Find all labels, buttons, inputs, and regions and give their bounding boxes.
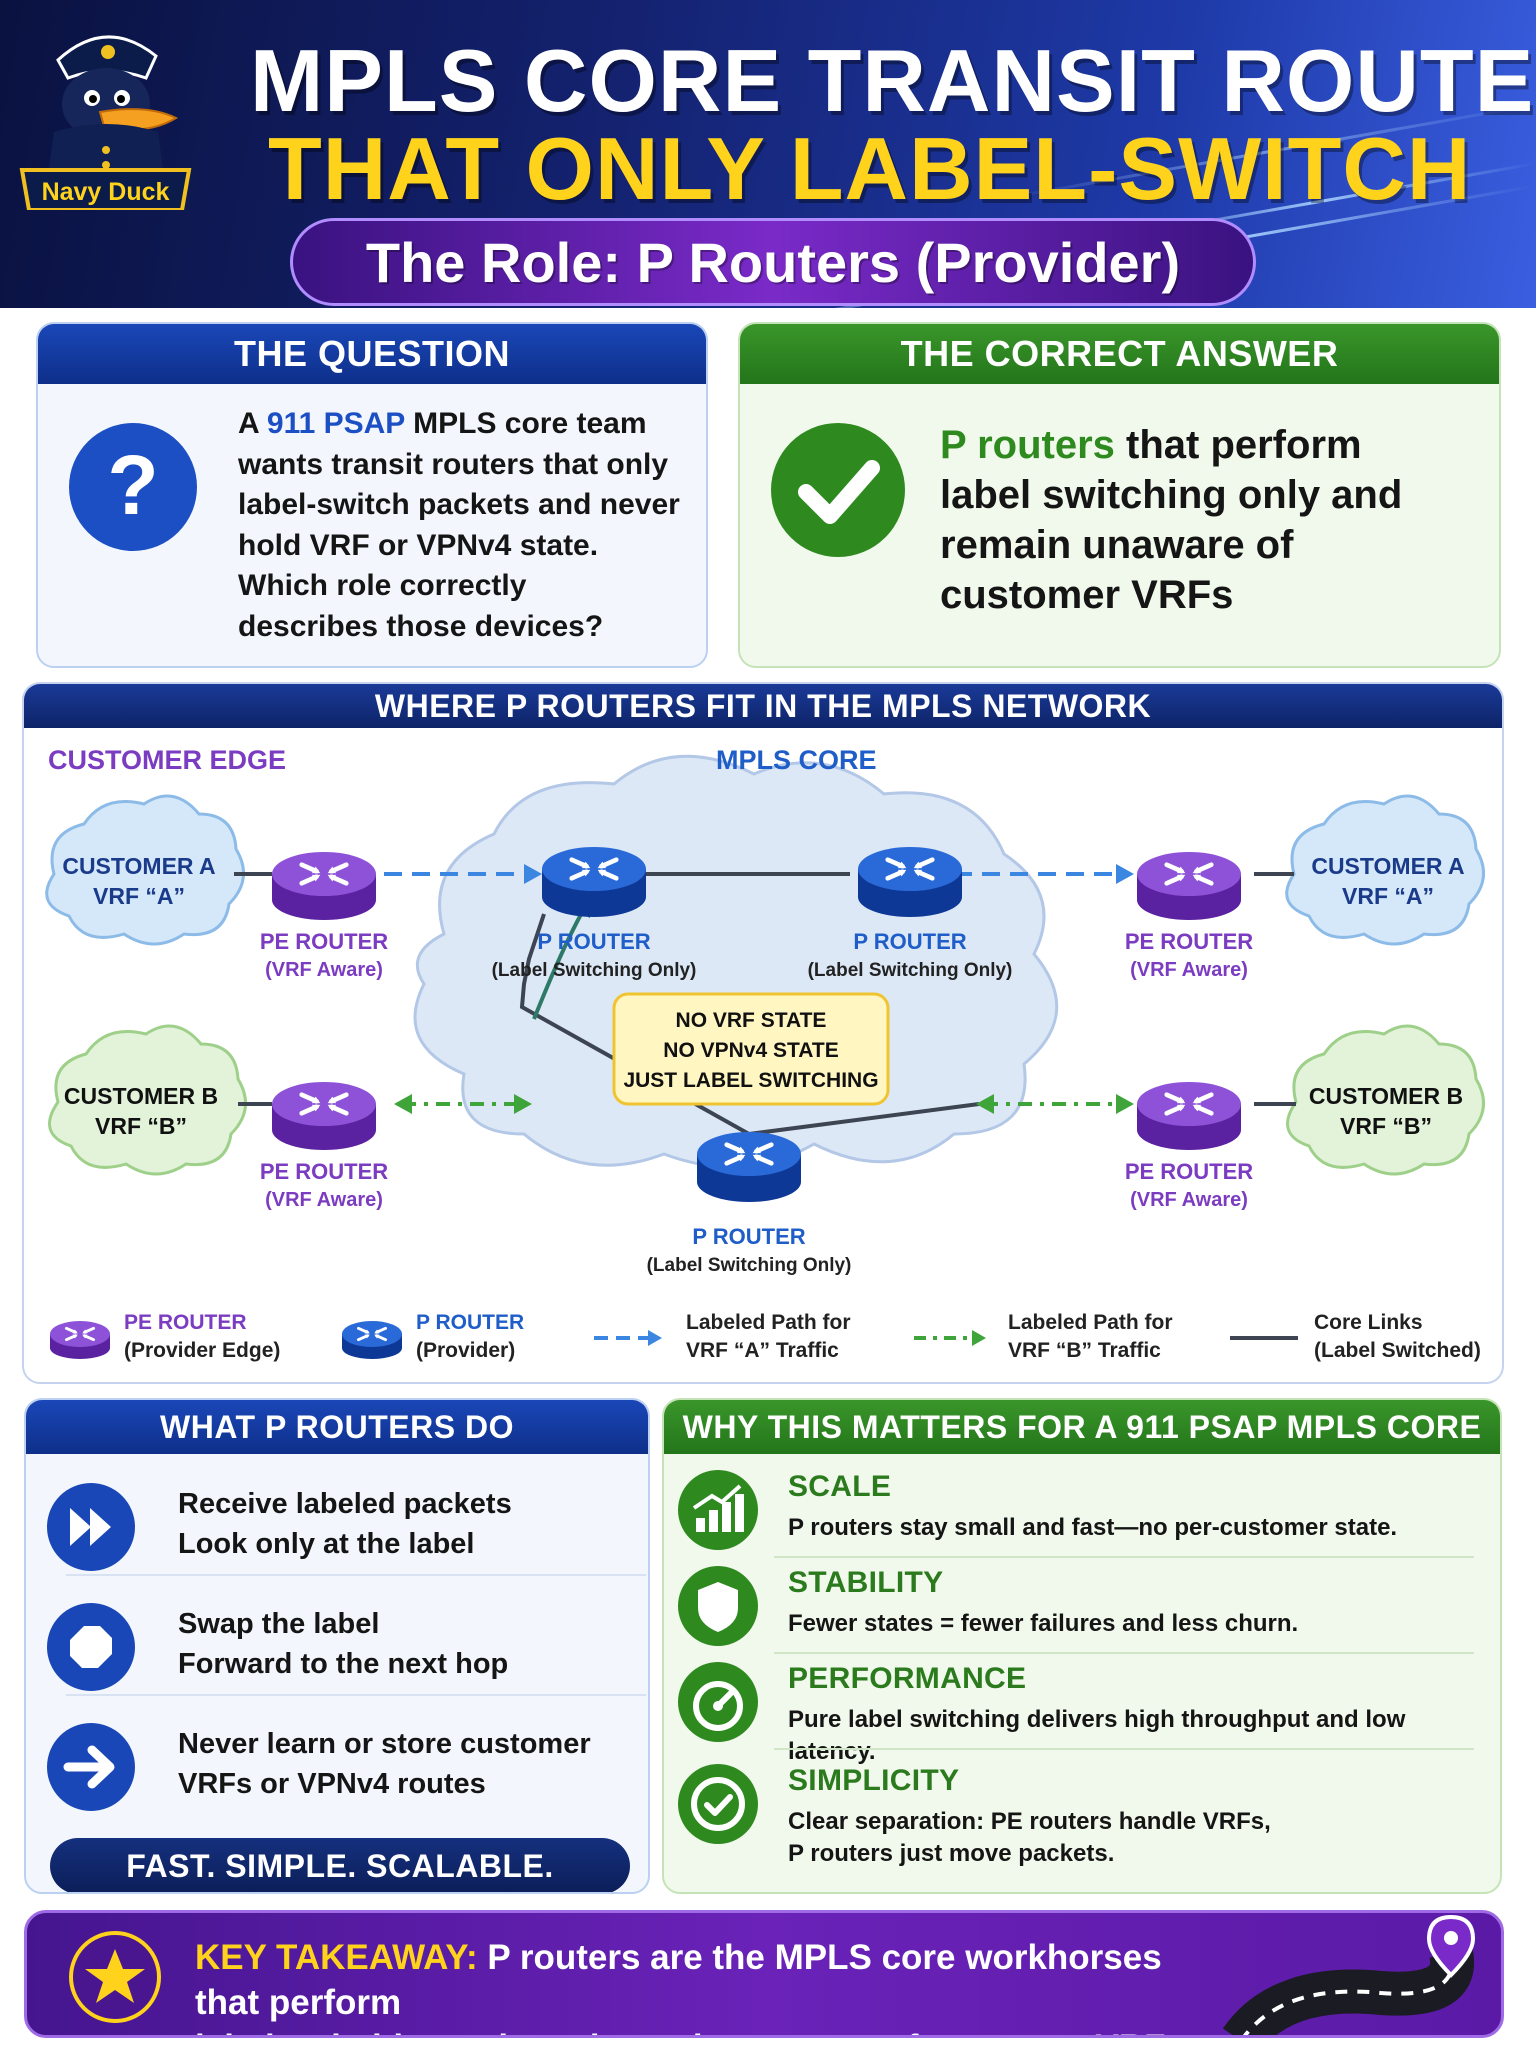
svg-text:(Provider): (Provider) <box>416 1339 515 1362</box>
svg-text:P ROUTER: P ROUTER <box>853 929 966 954</box>
psap-highlight: 911 PSAP <box>266 407 405 440</box>
customer-b-cloud-right: CUSTOMER B VRF “B” <box>1286 1024 1486 1176</box>
svg-text:PE ROUTER: PE ROUTER <box>260 929 388 954</box>
svg-text:VRF “B”: VRF “B” <box>95 1113 187 1139</box>
p-router-1 <box>542 847 646 917</box>
svg-text:PE ROUTER: PE ROUTER <box>124 1311 247 1334</box>
diagram-heading: WHERE P ROUTERS FIT IN THE MPLS NETWORK <box>24 684 1502 728</box>
svg-text:NO VRF STATE: NO VRF STATE <box>676 1009 827 1032</box>
why-this-matters-panel: WHY THIS MATTERS FOR A 911 PSAP MPLS COR… <box>662 1398 1502 1894</box>
takeaway-key: KEY TAKEAWAY: <box>195 1938 478 1977</box>
takeaway-text: KEY TAKEAWAY: P routers are the MPLS cor… <box>195 1938 1195 2035</box>
fast-forward-icon <box>46 1482 136 1572</box>
customer-a-cloud-right: CUSTOMER A VRF “A” <box>1285 794 1486 946</box>
arrow-right-icon <box>46 1722 136 1812</box>
network-diagram: WHERE P ROUTERS FIT IN THE MPLS NETWORK … <box>22 682 1504 1384</box>
svg-text:PE ROUTER: PE ROUTER <box>1125 1159 1253 1184</box>
title-line-1: MPLS CORE TRANSIT ROUTERS <box>250 31 1536 130</box>
customer-b-cloud-left: CUSTOMER B VRF “B” <box>48 1024 248 1176</box>
legend: PE ROUTER (Provider Edge) P ROUTER (Prov… <box>50 1311 1481 1362</box>
p-routers-highlight: P routers <box>940 423 1115 467</box>
svg-text:PE ROUTER: PE ROUTER <box>260 1159 388 1184</box>
what-p-routers-do-heading: WHAT P ROUTERS DO <box>26 1400 648 1454</box>
svg-text:CUSTOMER B: CUSTOMER B <box>1309 1083 1463 1109</box>
mpls-core-label: MPLS CORE <box>716 745 877 775</box>
svg-text:Core Links: Core Links <box>1314 1311 1423 1334</box>
svg-text:P ROUTER: P ROUTER <box>537 929 650 954</box>
svg-text:VRF “B” Traffic: VRF “B” Traffic <box>1008 1339 1161 1362</box>
fast-simple-scalable-banner: FAST. SIMPLE. SCALABLE. <box>50 1838 630 1892</box>
svg-text:(VRF Aware): (VRF Aware) <box>1130 1189 1248 1211</box>
svg-text:(Label Switching Only): (Label Switching Only) <box>492 960 697 981</box>
pe-router-2 <box>272 1082 376 1150</box>
logo-text: Navy Duck <box>42 178 170 206</box>
svg-text:(VRF Aware): (VRF Aware) <box>265 959 383 981</box>
pe-router-4 <box>1137 1082 1241 1150</box>
question-panel: THE QUESTION ? A 911 PSAP MPLS core team… <box>36 322 708 668</box>
p-router-3 <box>697 1132 801 1202</box>
svg-text:CUSTOMER B: CUSTOMER B <box>64 1083 218 1109</box>
svg-text:Labeled Path for: Labeled Path for <box>1008 1311 1173 1334</box>
svg-text:(Label Switching Only): (Label Switching Only) <box>808 960 1013 981</box>
pe-router-1 <box>272 852 376 920</box>
customer-edge-label: CUSTOMER EDGE <box>48 745 286 775</box>
navy-duck-logo: Navy Duck <box>18 20 193 212</box>
label-swap-icon <box>46 1602 136 1692</box>
svg-text:P ROUTER: P ROUTER <box>692 1224 805 1249</box>
road-icon <box>1201 1913 1501 2035</box>
question-heading: THE QUESTION <box>38 324 706 384</box>
what-p-routers-do-panel: WHAT P ROUTERS DO Receive labeled packet… <box>24 1398 650 1894</box>
svg-text:CUSTOMER A: CUSTOMER A <box>62 853 215 879</box>
svg-text:VRF “B”: VRF “B” <box>1340 1113 1432 1139</box>
svg-text:(Provider Edge): (Provider Edge) <box>124 1339 280 1362</box>
answer-text: P routers that perform label switching o… <box>940 423 1403 617</box>
svg-text:NO VPNv4 STATE: NO VPNv4 STATE <box>663 1039 838 1062</box>
core-link-p3-p2 <box>748 1102 980 1136</box>
svg-text:JUST LABEL SWITCHING: JUST LABEL SWITCHING <box>623 1069 878 1092</box>
svg-text:Labeled Path for: Labeled Path for <box>686 1311 851 1334</box>
checkmark-icon <box>770 422 906 558</box>
answer-panel: THE CORRECT ANSWER P routers that perfor… <box>738 322 1501 668</box>
svg-text:(Label Switching Only): (Label Switching Only) <box>647 1255 852 1276</box>
why-heading: WHY THIS MATTERS FOR A 911 PSAP MPLS COR… <box>664 1400 1500 1454</box>
svg-text:P ROUTER: P ROUTER <box>416 1311 524 1334</box>
header-banner: Navy Duck MPLS CORE TRANSIT ROUTERS THAT… <box>0 0 1536 308</box>
core-link-p1-p3 <box>519 913 750 1136</box>
star-icon <box>69 1931 161 2023</box>
curved-core-arrow <box>532 908 586 1020</box>
svg-text:?: ? <box>107 438 158 532</box>
svg-text:PE ROUTER: PE ROUTER <box>1125 929 1253 954</box>
speedometer-icon <box>676 1660 760 1744</box>
svg-text:VRF “A” Traffic: VRF “A” Traffic <box>686 1339 839 1362</box>
bar-chart-icon <box>676 1468 760 1552</box>
svg-text:(VRF Aware): (VRF Aware) <box>265 1189 383 1211</box>
check-circle-icon <box>676 1762 760 1846</box>
customer-a-cloud-left: CUSTOMER A VRF “A” <box>45 794 246 946</box>
role-pill: The Role: P Routers (Provider) <box>290 218 1256 306</box>
svg-text:VRF “A”: VRF “A” <box>93 883 185 909</box>
svg-text:CUSTOMER A: CUSTOMER A <box>1311 853 1464 879</box>
pe-router-3 <box>1137 852 1241 920</box>
svg-text:(Label Switched): (Label Switched) <box>1314 1339 1481 1362</box>
title-line-2: THAT ONLY LABEL-SWITCH <box>268 119 1472 218</box>
question-mark-icon: ? <box>68 422 198 552</box>
key-takeaway-banner: KEY TAKEAWAY: P routers are the MPLS cor… <box>24 1910 1504 2038</box>
core-note-box: NO VRF STATE NO VPNv4 STATE JUST LABEL S… <box>612 992 890 1106</box>
shield-icon <box>676 1564 760 1648</box>
answer-heading: THE CORRECT ANSWER <box>740 324 1499 384</box>
svg-text:VRF “A”: VRF “A” <box>1342 883 1434 909</box>
question-text: A 911 PSAP MPLS core team wants transit … <box>238 407 680 643</box>
svg-text:(VRF Aware): (VRF Aware) <box>1130 959 1248 981</box>
p-router-2 <box>858 847 962 917</box>
